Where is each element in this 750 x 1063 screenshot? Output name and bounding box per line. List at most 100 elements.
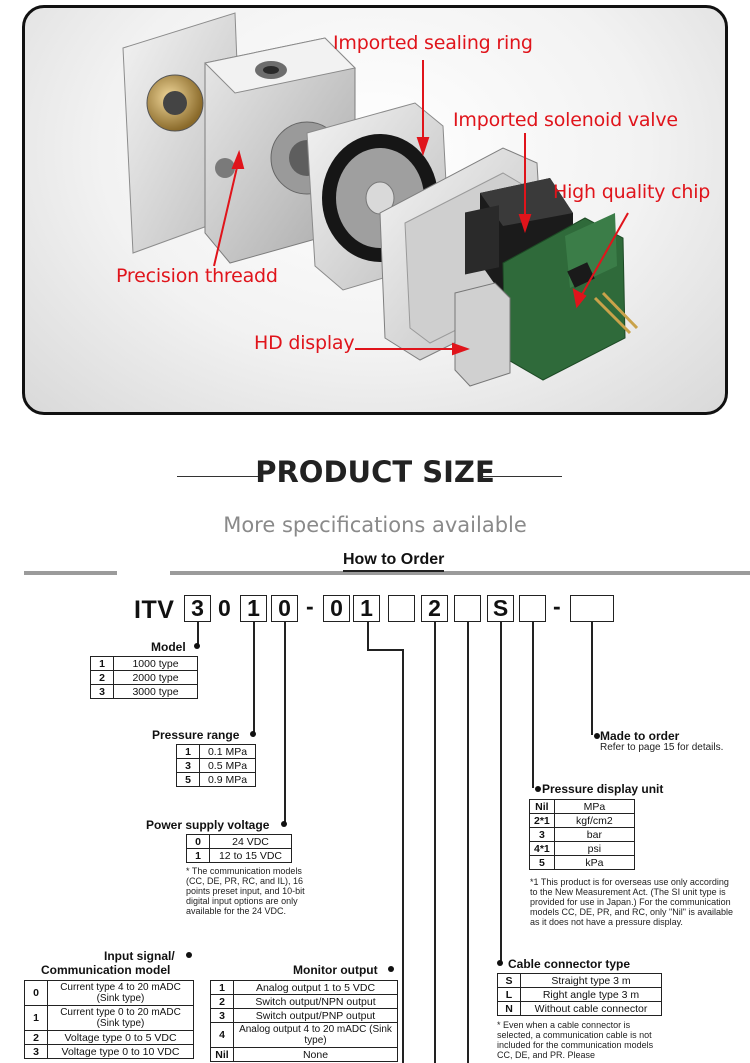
option-code: Nil bbox=[529, 799, 555, 814]
leader-port-b bbox=[367, 649, 403, 651]
option-value: 0.1 MPa bbox=[199, 744, 256, 759]
option-value: 0.9 MPa bbox=[199, 772, 256, 787]
leader-display-unit bbox=[532, 622, 534, 788]
cable-connector-label: Cable connector type bbox=[508, 957, 631, 971]
option-value: Without cable connector bbox=[520, 1001, 662, 1016]
option-code: 1 bbox=[90, 656, 114, 671]
option-code: 4 bbox=[210, 1022, 234, 1048]
exploded-valve-illustration bbox=[122, 12, 639, 387]
option-code: 1 bbox=[176, 744, 200, 759]
power-supply-note: * The communication models (CC, DE, PR, … bbox=[186, 866, 305, 916]
option-code: 0 bbox=[186, 834, 210, 849]
option-value: Analog output 1 to 5 VDC bbox=[233, 980, 398, 995]
callout-sealing-ring: Imported sealing ring bbox=[333, 32, 533, 54]
option-code: 1 bbox=[186, 848, 210, 863]
callout-thread: Precision threadd bbox=[116, 265, 278, 287]
option-value: 1000 type bbox=[113, 656, 198, 671]
model-label: Model bbox=[151, 640, 186, 654]
option-value: 24 VDC bbox=[209, 834, 292, 849]
leader-port-c bbox=[402, 649, 404, 1063]
code-dash-1: - bbox=[306, 593, 314, 619]
circuit-board bbox=[502, 213, 639, 381]
option-value: Right angle type 3 m bbox=[520, 987, 662, 1002]
code-box-made-to-order bbox=[570, 595, 614, 622]
code-box-power: 0 bbox=[271, 595, 298, 622]
pressure-range-label: Pressure range bbox=[152, 728, 240, 742]
pressure-display-dot bbox=[535, 786, 541, 792]
code-box-pressure: 1 bbox=[240, 595, 267, 622]
power-supply-label: Power supply voltage bbox=[146, 818, 270, 832]
input-signal-label-1: Input signal/ bbox=[104, 949, 175, 963]
code-dash-2: - bbox=[553, 593, 561, 619]
option-value: None bbox=[233, 1047, 398, 1062]
code-box-display-unit bbox=[519, 595, 546, 622]
option-code: 3 bbox=[210, 1008, 234, 1023]
callout-chip: High quality chip bbox=[553, 181, 711, 203]
callout-display: HD display bbox=[254, 332, 355, 354]
option-code: 1 bbox=[210, 980, 234, 995]
leader-input-signal bbox=[434, 622, 436, 1063]
model-dot bbox=[194, 643, 200, 649]
monitor-output-label: Monitor output bbox=[293, 963, 378, 977]
leader-cable bbox=[500, 622, 502, 962]
gray-rule-right bbox=[170, 571, 750, 575]
option-value: Current type 0 to 20 mADC (Sink type) bbox=[47, 1005, 194, 1031]
option-value: kPa bbox=[553, 855, 636, 870]
option-code: 2 bbox=[210, 994, 234, 1009]
code-box-cable: S bbox=[487, 595, 514, 622]
monitor-output-dot bbox=[388, 966, 394, 972]
option-code: 5 bbox=[529, 855, 555, 870]
callout-lines bbox=[213, 60, 629, 356]
option-code: 3 bbox=[24, 1044, 48, 1059]
power-supply-dot bbox=[281, 821, 287, 827]
leader-pressure bbox=[253, 622, 255, 734]
option-value: bar bbox=[553, 827, 636, 842]
pressure-range-dot bbox=[250, 731, 256, 737]
option-value: Straight type 3 m bbox=[520, 973, 662, 988]
input-signal-dot bbox=[186, 952, 192, 958]
product-photo-panel: Imported sealing ring Imported solenoid … bbox=[22, 5, 728, 415]
option-value: Switch output/NPN output bbox=[233, 994, 398, 1009]
option-code: S bbox=[497, 973, 521, 988]
leader-model bbox=[197, 622, 199, 646]
title-rule-left bbox=[177, 476, 259, 477]
model-code-prefix: ITV bbox=[134, 596, 175, 624]
led-display bbox=[454, 205, 511, 387]
pressure-display-label: Pressure display unit bbox=[542, 782, 664, 796]
option-value: Analog output 4 to 20 mADC (Sink type) bbox=[233, 1022, 398, 1048]
option-code: L bbox=[497, 987, 521, 1002]
option-value: Voltage type 0 to 5 VDC bbox=[47, 1030, 194, 1045]
option-value: psi bbox=[553, 841, 636, 856]
option-code: 3 bbox=[529, 827, 555, 842]
made-to-order-label: Made to order bbox=[600, 729, 680, 743]
code-box-input-signal: 2 bbox=[421, 595, 448, 622]
made-to-order-note: Refer to page 15 for details. bbox=[600, 742, 724, 753]
option-code: 4*1 bbox=[529, 841, 555, 856]
code-char-fixed: 0 bbox=[218, 595, 231, 621]
option-code: N bbox=[497, 1001, 521, 1016]
option-code: 2 bbox=[24, 1030, 48, 1045]
leader-power bbox=[284, 622, 286, 824]
section-subtitle: More specifications available bbox=[223, 513, 527, 537]
